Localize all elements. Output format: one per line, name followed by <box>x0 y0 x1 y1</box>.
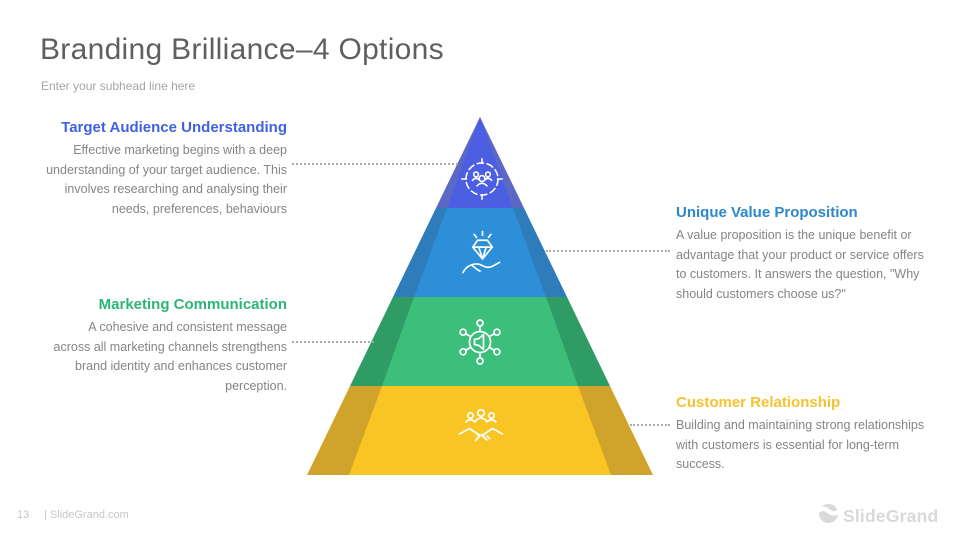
option-block-value-proposition: Unique Value Proposition A value proposi… <box>676 204 928 304</box>
option-block-marketing-communication: Marketing Communication A cohesive and c… <box>49 296 287 396</box>
page-number: 13 <box>17 509 30 521</box>
page-title: Branding Brilliance–4 Options <box>40 33 444 66</box>
slide-subhead: Enter your subhead line here <box>41 79 196 93</box>
option-body: Building and maintaining strong relation… <box>676 418 925 471</box>
option-body: A value proposition is the unique benefi… <box>676 228 924 301</box>
pyramid-level-3 <box>382 297 578 386</box>
slidegrand-logo: SlideGrand <box>816 503 939 529</box>
option-block-target-audience: Target Audience Understanding Effective … <box>37 119 287 219</box>
target-audience-icon <box>460 157 504 201</box>
diamond-hand-icon <box>459 229 506 276</box>
option-heading: Marketing Communication <box>98 296 287 313</box>
handshake-icon <box>456 407 506 453</box>
megaphone-network-icon <box>455 318 505 366</box>
option-heading: Target Audience Understanding <box>61 119 287 136</box>
option-body: A cohesive and consistent message across… <box>53 320 287 393</box>
option-heading: Unique Value Proposition <box>676 204 858 221</box>
option-body: Effective marketing begins with a deep u… <box>46 143 287 216</box>
option-block-customer-relationship: Customer Relationship Building and maint… <box>676 394 928 475</box>
connector-target-audience <box>292 163 458 165</box>
connector-marketing-communication <box>292 341 374 343</box>
connector-value-proposition <box>546 250 670 252</box>
pyramid-diagram <box>307 117 653 475</box>
logo-text: SlideGrand <box>843 505 939 526</box>
slidegrand-logo-icon <box>816 503 841 529</box>
connector-customer-relationship <box>630 424 670 426</box>
option-heading: Customer Relationship <box>676 394 841 411</box>
footer-site-text: | SlideGrand.com <box>44 509 129 521</box>
pyramid-level-4 <box>349 386 611 475</box>
